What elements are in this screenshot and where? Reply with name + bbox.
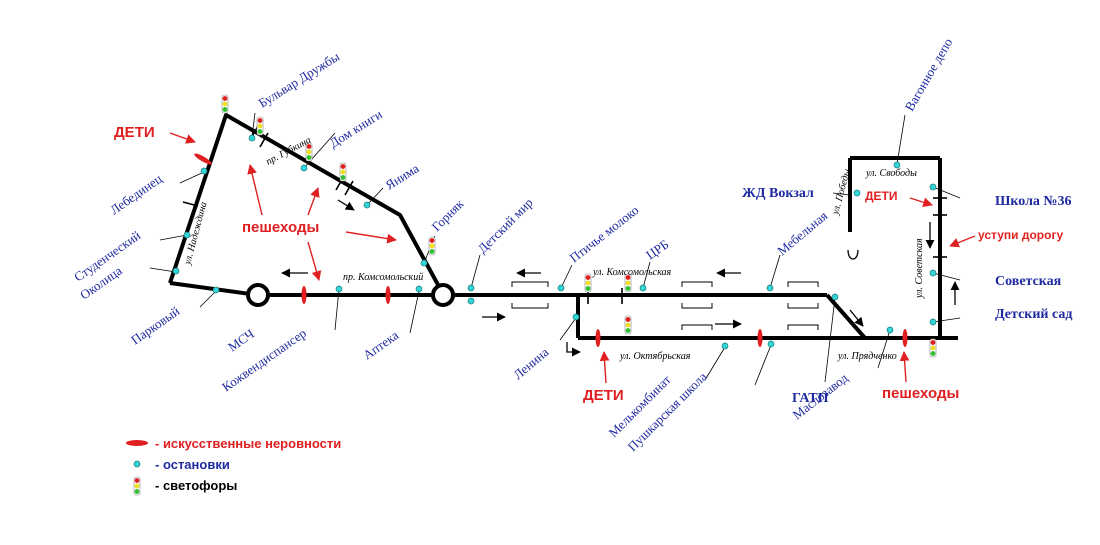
stop-diagonal <box>831 293 839 301</box>
warning-peshehody-right: пешеходы <box>882 385 959 402</box>
bump <box>595 329 601 347</box>
label-gornyak: Горняк <box>429 196 467 234</box>
bump <box>194 153 212 165</box>
label-zhd-vokzal: ЖД Вокзал <box>742 186 814 201</box>
traffic-light <box>929 338 937 358</box>
stop-gornyak <box>420 259 428 267</box>
stop-dom-knigi <box>300 164 308 172</box>
label-gatp: ГАТП <box>792 391 829 406</box>
label-mebelnaya: Мебельная <box>774 208 830 258</box>
stop-detsky-sad <box>929 318 937 326</box>
legend-stop-symbol <box>133 460 141 468</box>
roundabout-mchs <box>246 283 270 307</box>
tick-marks <box>182 125 947 304</box>
traffic-light <box>256 116 264 136</box>
label-detsky-sad: Детский сад <box>995 307 1072 322</box>
bump <box>301 286 307 304</box>
stop-parkovy <box>212 286 220 294</box>
street-komsomolskaya: ул. Комсомольская <box>592 267 672 278</box>
stop-crb <box>639 284 647 292</box>
label-detsky-mir: Детский мир <box>475 195 536 256</box>
stop-lebedinets <box>200 167 208 175</box>
stop-shkola36 <box>929 183 937 191</box>
legend: - искусственные неровности - остановки -… <box>126 436 341 496</box>
label-lenina: Ленина <box>510 344 551 382</box>
street-labels: пр. Губкина ул. Надеждина пр. Комсомольс… <box>182 135 925 362</box>
lane-brackets <box>511 281 819 330</box>
label-apteka: Аптека <box>360 327 401 362</box>
label-vagonnoe-depo: Вагонное депо <box>902 36 956 114</box>
stop-apteka <box>415 285 423 293</box>
warning-labels: ДЕТИ пешеходы ДЕТИ ДЕТИ уступи дорогу пе… <box>114 124 1063 404</box>
traffic-light <box>428 236 436 256</box>
label-yanima: Янима <box>383 160 422 192</box>
stop-yanima <box>363 201 371 209</box>
route-diagonal <box>825 293 867 340</box>
warning-deti-left: ДЕТИ <box>114 124 155 141</box>
street-svobody: ул. Свободы <box>865 168 917 179</box>
label-crb: ЦРБ <box>643 236 671 262</box>
label-lebedinets: Лебединец <box>107 171 165 218</box>
traffic-light <box>339 162 347 182</box>
stop-pushkarskaya <box>767 340 775 348</box>
street-sovetskaya: ул. Советская <box>914 238 925 299</box>
stop-studenchesky <box>183 231 191 239</box>
route-triangle <box>168 113 445 295</box>
stops <box>172 134 937 350</box>
stop-detsky-mir-2 <box>467 297 475 305</box>
warning-ustupi: уступи дорогу <box>978 228 1063 242</box>
label-kozhvendispanser: Кожвендиспансер <box>219 325 309 394</box>
label-sovetskaya: Советская <box>995 274 1062 289</box>
legend-bumps: - искусственные неровности <box>155 436 341 451</box>
bump <box>757 329 763 347</box>
stop-melkombinat <box>721 342 729 350</box>
traffic-light <box>624 315 632 335</box>
bump <box>385 286 391 304</box>
stop-detsky-mir <box>467 284 475 292</box>
label-bulvar-druzhby: Бульвар Дружбы <box>256 49 343 111</box>
label-shkola36: Школа №36 <box>995 194 1072 209</box>
stop-kozhvendispanser <box>335 285 343 293</box>
label-ptichye-moloko: Птичье молоко <box>567 202 642 265</box>
route-lines <box>168 113 958 340</box>
warning-arrows <box>169 132 976 384</box>
street-pryadchenko: ул. Прядченко <box>837 351 897 362</box>
traffic-light <box>221 94 229 114</box>
stop-zhd-vokzal <box>853 189 861 197</box>
stop-vagonnoe-depo <box>893 161 901 169</box>
speed-bumps <box>194 153 908 347</box>
warning-deti-bottom: ДЕТИ <box>583 387 624 404</box>
legend-bump-symbol <box>126 440 148 446</box>
legend-stops: - остановки <box>155 457 230 472</box>
traffic-light <box>584 273 592 293</box>
legend-light-symbol <box>133 476 141 496</box>
stop-sovetskaya <box>929 269 937 277</box>
street-oktyabrskaya: ул. Октябрьская <box>619 351 691 362</box>
stop-bulvar-druzhby <box>248 134 256 142</box>
warning-deti-right: ДЕТИ <box>865 189 898 203</box>
stop-ptichye-moloko <box>557 284 565 292</box>
label-parkovy: Парковый <box>128 303 182 347</box>
legend-lights: - светофоры <box>155 478 237 493</box>
stop-lenina <box>572 313 580 321</box>
bump <box>902 329 908 347</box>
street-komsomolsky: пр. Комсомольский <box>343 272 423 283</box>
leader-lines <box>149 112 961 386</box>
stop-maslozavod <box>886 326 894 334</box>
roundabout-gornyak <box>431 283 455 307</box>
warning-peshehody-center: пешеходы <box>242 219 319 236</box>
label-mchs: МСЧ <box>225 326 257 355</box>
stop-mebelnaya <box>766 284 774 292</box>
label-dom-knigi: Дом книги <box>327 106 385 150</box>
stop-okolitsa <box>172 267 180 275</box>
direction-arrows <box>281 199 960 357</box>
